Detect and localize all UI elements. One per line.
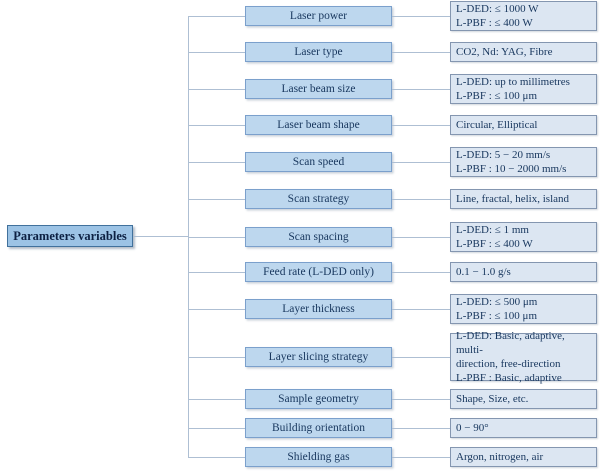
value-box-scan-speed: L-DED: 5 − 20 mm/s L-PBF : 10 − 2000 mm/…	[450, 147, 597, 177]
connector-line	[392, 357, 450, 358]
connector-line	[392, 89, 450, 90]
value-text: 0 − 90°	[456, 422, 489, 434]
root-connector-line	[133, 236, 188, 237]
parameter-label: Shielding gas	[287, 451, 350, 463]
branch-line	[188, 89, 245, 90]
value-box-shielding-gas: Argon, nitrogen, air	[450, 447, 597, 467]
connector-line	[392, 162, 450, 163]
value-text: Shape, Size, etc.	[456, 393, 529, 405]
parameter-label: Feed rate (L-DED only)	[263, 266, 374, 278]
value-box-scan-strategy: Line, fractal, helix, island	[450, 189, 597, 209]
connector-line	[392, 428, 450, 429]
value-box-layer-thickness: L-DED: ≤ 500 μm L-PBF : ≤ 100 μm	[450, 294, 597, 324]
branch-line	[188, 428, 245, 429]
connector-line	[392, 309, 450, 310]
value-box-laser-beam-shape: Circular, Elliptical	[450, 115, 597, 135]
branch-line	[188, 199, 245, 200]
parameter-label: Laser beam shape	[277, 119, 360, 131]
branch-line	[188, 357, 245, 358]
value-text: L-DED: Basic, adaptive, multi- direction…	[456, 330, 565, 384]
trunk-line	[188, 16, 189, 457]
parameter-label: Layer thickness	[282, 303, 355, 315]
root-node-label: Parameters variables	[13, 228, 127, 243]
parameter-label: Laser type	[294, 46, 343, 58]
connector-line	[392, 399, 450, 400]
parameter-box-layer-thickness: Layer thickness	[245, 299, 392, 319]
parameter-label: Building orientation	[272, 422, 365, 434]
parameter-box-building-orientation: Building orientation	[245, 418, 392, 438]
parameter-label: Sample geometry	[278, 393, 359, 405]
parameter-box-scan-speed: Scan speed	[245, 152, 392, 172]
value-box-layer-slicing-strategy: L-DED: Basic, adaptive, multi- direction…	[450, 330, 597, 384]
parameter-box-laser-beam-shape: Laser beam shape	[245, 115, 392, 135]
branch-line	[188, 162, 245, 163]
branch-line	[188, 309, 245, 310]
connector-line	[392, 16, 450, 17]
branch-line	[188, 16, 245, 17]
root-node-box: Parameters variables	[7, 225, 133, 247]
connector-line	[392, 52, 450, 53]
parameter-box-laser-power: Laser power	[245, 6, 392, 26]
value-text: L-DED: 5 − 20 mm/s L-PBF : 10 − 2000 mm/…	[456, 149, 567, 175]
value-text: L-DED: ≤ 1000 W L-PBF : ≤ 400 W	[456, 3, 539, 29]
branch-line	[188, 237, 245, 238]
parameter-box-laser-type: Laser type	[245, 42, 392, 62]
branch-line	[188, 272, 245, 273]
parameter-label: Scan speed	[292, 156, 345, 168]
connector-line	[392, 125, 450, 126]
value-text: L-DED: ≤ 1 mm L-PBF : ≤ 400 W	[456, 224, 533, 250]
parameter-box-laser-beam-size: Laser beam size	[245, 79, 392, 99]
parameter-box-scan-spacing: Scan spacing	[245, 227, 392, 247]
parameter-box-feed-rate: Feed rate (L-DED only)	[245, 262, 392, 282]
parameter-label: Laser power	[289, 10, 348, 22]
parameter-label: Laser beam size	[281, 83, 356, 95]
parameter-box-layer-slicing-strategy: Layer slicing strategy	[245, 347, 392, 367]
value-text: CO2, Nd: YAG, Fibre	[456, 46, 553, 58]
parameter-box-shielding-gas: Shielding gas	[245, 447, 392, 467]
value-box-building-orientation: 0 − 90°	[450, 418, 597, 438]
connector-line	[392, 272, 450, 273]
value-text: L-DED: up to millimetres L-PBF : ≤ 100 μ…	[456, 76, 570, 102]
branch-line	[188, 125, 245, 126]
value-box-laser-beam-size: L-DED: up to millimetres L-PBF : ≤ 100 μ…	[450, 74, 597, 104]
parameter-box-scan-strategy: Scan strategy	[245, 189, 392, 209]
value-text: Circular, Elliptical	[456, 119, 538, 131]
value-box-laser-power: L-DED: ≤ 1000 W L-PBF : ≤ 400 W	[450, 1, 597, 31]
parameter-box-sample-geometry: Sample geometry	[245, 389, 392, 409]
value-box-laser-type: CO2, Nd: YAG, Fibre	[450, 42, 597, 62]
value-box-scan-spacing: L-DED: ≤ 1 mm L-PBF : ≤ 400 W	[450, 222, 597, 252]
branch-line	[188, 52, 245, 53]
value-text: Argon, nitrogen, air	[456, 451, 544, 463]
value-text: Line, fractal, helix, island	[456, 193, 570, 205]
connector-line	[392, 457, 450, 458]
parameter-label: Scan spacing	[288, 231, 349, 243]
branch-line	[188, 457, 245, 458]
connector-line	[392, 237, 450, 238]
value-text: 0.1 − 1.0 g/s	[456, 266, 511, 278]
value-box-feed-rate: 0.1 − 1.0 g/s	[450, 262, 597, 282]
connector-line	[392, 199, 450, 200]
parameter-label: Scan strategy	[287, 193, 350, 205]
value-text: L-DED: ≤ 500 μm L-PBF : ≤ 100 μm	[456, 296, 538, 322]
value-box-sample-geometry: Shape, Size, etc.	[450, 389, 597, 409]
parameter-label: Layer slicing strategy	[268, 351, 369, 363]
branch-line	[188, 399, 245, 400]
